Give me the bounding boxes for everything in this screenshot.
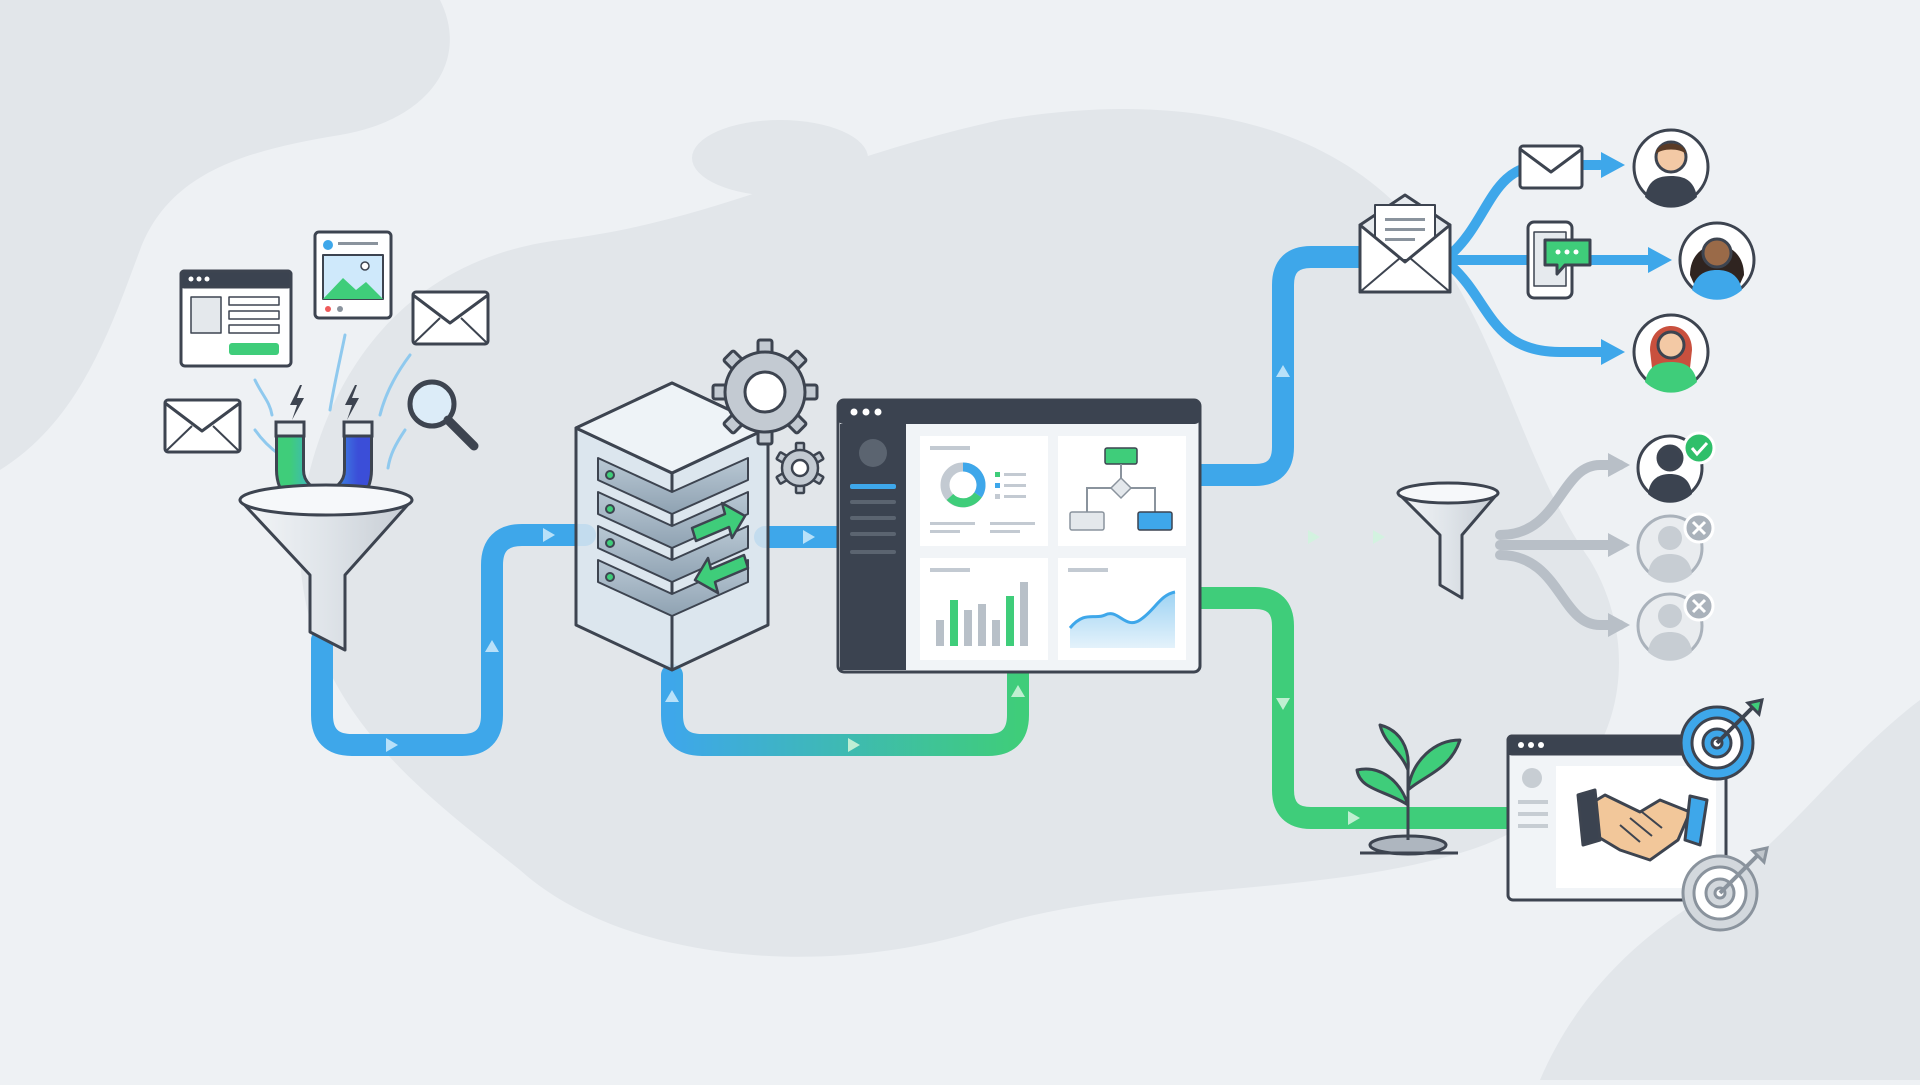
avatar-rejected-icon: [1636, 590, 1715, 661]
lightning-icon: [345, 385, 359, 420]
area-chart-icon: [1058, 558, 1186, 660]
blob-small: [692, 120, 868, 196]
handshake-window-icon: [1506, 734, 1728, 902]
envelope-icon: [1518, 144, 1584, 190]
open-envelope-icon: [1358, 193, 1452, 294]
donut-chart-icon: [920, 436, 1048, 546]
lightning-icon: [290, 385, 304, 420]
arrowhead-top: [1601, 152, 1625, 178]
arrowhead-qual-low: [1608, 613, 1630, 637]
flowchart-icon: [1058, 436, 1186, 546]
arrowhead-low: [1601, 339, 1625, 365]
bar-chart-icon: [920, 558, 1048, 660]
avatar: [859, 439, 887, 467]
browser-form-icon: [179, 269, 293, 368]
arrow-right: [1373, 530, 1385, 544]
avatar-icon: [1632, 313, 1710, 393]
arrow-up: [1011, 685, 1025, 697]
sprout-icon: [1355, 723, 1462, 856]
smartphone-chat-icon: [1526, 220, 1592, 300]
arrow-right: [1348, 811, 1360, 825]
envelope-icon: [411, 290, 490, 346]
target-icon: [1679, 698, 1764, 781]
path-qual-low: [1495, 550, 1625, 630]
arrowhead-qual-mid: [1608, 533, 1630, 557]
lightning-icons: [290, 385, 359, 420]
path-funnel-to-server: [311, 524, 596, 756]
arrow-right: [1308, 530, 1320, 544]
arrow-up: [485, 640, 499, 652]
gear-icon: [711, 338, 819, 446]
server-cube-icon: [574, 381, 770, 672]
sync-arrows-icon: [690, 501, 750, 595]
path-qual-top: [1495, 460, 1625, 540]
avatar-approved-icon: [1636, 431, 1716, 503]
arrow-right: [386, 738, 398, 752]
arrow-right: [848, 738, 860, 752]
avatar-icon: [1632, 128, 1710, 208]
flow-arrows: [386, 365, 1385, 825]
avatar-rejected-icon: [1636, 512, 1715, 583]
magnifier-icon: [407, 379, 479, 451]
lead-sources: [163, 230, 490, 454]
qualification-funnel-icon: [1396, 481, 1500, 600]
target-icon: [1681, 846, 1769, 932]
dashboard-window-icon: [836, 398, 1202, 674]
blob-top-left: [0, 0, 450, 470]
arrow-up: [665, 690, 679, 702]
handshake-icon: [1576, 788, 1709, 862]
arrow-right: [543, 528, 555, 542]
attraction-arrows: [253, 333, 412, 470]
arrowhead-mid: [1648, 247, 1672, 273]
capture-funnel-icon: [238, 483, 414, 652]
avatar-icon: [1678, 221, 1756, 300]
gear-small-icon: [775, 441, 825, 495]
envelope-icon: [163, 398, 242, 454]
arrow-down: [1276, 698, 1290, 710]
arrowhead-qual-top: [1608, 453, 1630, 477]
social-post-icon: [313, 230, 393, 320]
arrow-right: [803, 530, 815, 544]
path-loop-dashboard-to-server: [661, 661, 1029, 756]
arrow-up: [1276, 365, 1290, 377]
path-branch-low: [1445, 260, 1610, 357]
